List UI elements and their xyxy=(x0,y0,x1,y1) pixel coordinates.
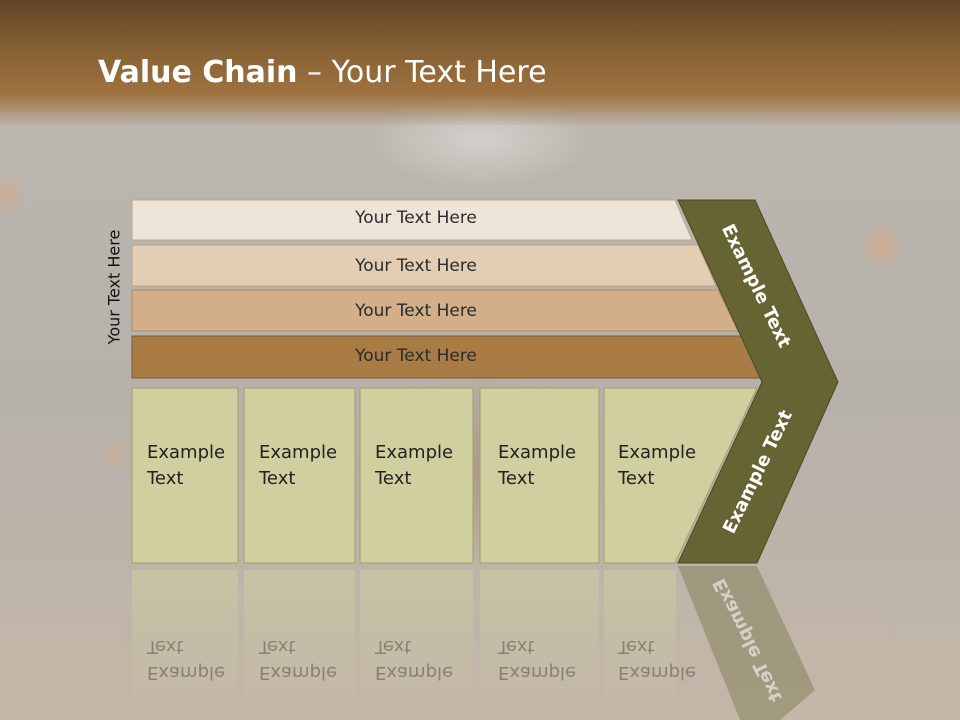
column-4-reflection xyxy=(480,570,599,720)
column-2 xyxy=(243,387,356,564)
column-2-reflection-text: Example Text xyxy=(259,636,338,683)
column-2-reflection xyxy=(244,570,355,720)
bar-3-label: Your Text Here xyxy=(355,301,477,321)
bar-1 xyxy=(131,199,693,241)
column-2-label: Example Text xyxy=(259,442,338,489)
column-3-reflection-text: Example Text xyxy=(375,636,454,683)
column-5-label: Example Text xyxy=(618,442,697,489)
slide-title: Value Chain – Your Text Here xyxy=(98,55,547,90)
column-1-label: Example Text xyxy=(147,442,226,489)
column-1-reflection-text: Example Text xyxy=(147,636,226,683)
column-1 xyxy=(131,387,239,564)
column-4-label: Example Text xyxy=(498,442,577,489)
title-banner xyxy=(0,0,960,125)
bar-2 xyxy=(131,244,717,287)
column-1-reflection xyxy=(132,570,238,720)
column-4-reflection-text: Example Text xyxy=(498,636,577,683)
column-3-label: Example Text xyxy=(375,442,454,489)
chevron-reflection xyxy=(678,566,815,720)
column-5 xyxy=(603,387,758,564)
column-4 xyxy=(479,387,600,564)
column-5-reflection-text: Example Text xyxy=(618,636,697,683)
bar-4-label: Your Text Here xyxy=(355,346,477,366)
bar-1-label: Your Text Here xyxy=(355,208,477,228)
column-5-reflection xyxy=(604,570,676,720)
column-3-reflection xyxy=(360,570,473,720)
chevron-shape xyxy=(677,199,839,564)
bar-2-label: Your Text Here xyxy=(355,256,477,276)
column-3 xyxy=(359,387,474,564)
